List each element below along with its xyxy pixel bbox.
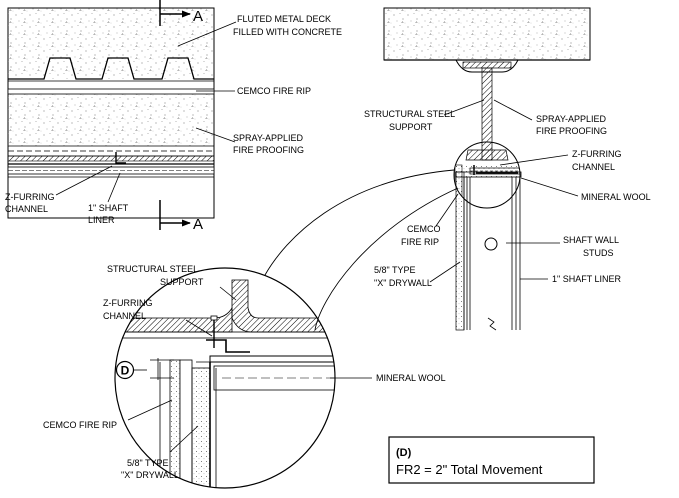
section-marker-bottom: A [193, 216, 203, 233]
label-steel-detail: STRUCTURAL STEEL [107, 264, 198, 274]
elevation-view-right: STRUCTURAL STEEL SUPPORT SPRAY-APPLIED F… [364, 7, 651, 331]
label-spray-right: SPRAY-APPLIED [536, 114, 607, 124]
label-zfurring-left: Z-FURRING [5, 192, 55, 202]
cemco-fire-rip-top [7, 88, 215, 95]
label-mineral-wool-detail: MINERAL WOOL [376, 373, 446, 383]
label-drywall-right-2: "X" DRYWALL [374, 278, 432, 288]
label-studs-2: STUDS [583, 248, 614, 258]
section-marker-top: A [193, 8, 203, 25]
label-spray-right-2: FIRE PROOFING [536, 126, 607, 136]
note-title: (D) [396, 447, 412, 459]
label-drywall-detail: 5/8" TYPE [127, 458, 169, 468]
label-fluted-deck: FLUTED METAL DECK [237, 14, 331, 24]
label-steel-right-2: SUPPORT [389, 122, 433, 132]
label-fluted-deck-2: FILLED WITH CONCRETE [233, 27, 342, 37]
label-fire-rip-right-2: FIRE RIP [401, 237, 439, 247]
label-spray-left: SPRAY-APPLIED [233, 133, 304, 143]
note-box [388, 436, 595, 484]
label-fire-rip-top: CEMCO FIRE RIP [237, 86, 311, 96]
z-furring-detail [206, 339, 250, 353]
label-drywall-detail-2: "X" DRYWALL [121, 470, 179, 480]
z-furring-left [115, 152, 126, 164]
callout-d-label: D [121, 364, 130, 378]
label-steel-detail-2: SUPPORT [160, 277, 204, 287]
small-detail-circle [453, 141, 521, 209]
callout-d-bubble [115, 360, 135, 380]
concrete-slab-right [383, 7, 591, 61]
label-spray-left-2: FIRE PROOFING [233, 145, 304, 155]
label-zfurring-right: Z-FURRING [572, 149, 622, 159]
label-shaftliner-left: 1" SHAFT [88, 203, 129, 213]
label-shaftliner-right: 1" SHAFT LINER [552, 274, 622, 284]
steel-beam-web-right [481, 67, 493, 161]
steel-flange-left [7, 155, 215, 162]
label-fire-rip-detail: CEMCO FIRE RIP [43, 420, 117, 430]
movement-note: (D) FR2 = 2" Total Movement [388, 436, 595, 484]
note-body: FR2 = 2" Total Movement [396, 462, 543, 477]
label-zfurring-right-2: CHANNEL [572, 162, 615, 172]
label-shaftliner-left-2: LINER [88, 215, 115, 225]
label-mineral-wool-right: MINERAL WOOL [581, 192, 651, 202]
detail-connector-lower [314, 187, 459, 331]
enlarged-detail: D STRUCTURAL STEEL SUPPORT Z-FURRING CHA… [43, 264, 446, 489]
fluted-metal-deck [8, 57, 214, 80]
concrete-fill-top [8, 8, 214, 79]
label-fire-rip-right: CEMCO [407, 224, 441, 234]
label-steel-right: STRUCTURAL STEEL [364, 109, 455, 119]
label-zfurring-detail-2: CHANNEL [103, 311, 146, 321]
section-view-left: A A FLUTED METAL DECK FILLED WITH CONCRE… [5, 0, 342, 233]
stud-knockout [484, 237, 498, 251]
label-studs: SHAFT WALL [563, 235, 619, 245]
detail-connector-upper [264, 169, 455, 276]
label-zfurring-detail: Z-FURRING [103, 298, 153, 308]
label-drywall-right: 5/8" TYPE [374, 265, 416, 275]
label-zfurring-left-2: CHANNEL [5, 204, 48, 214]
steel-beam-flange-right [462, 61, 512, 69]
spray-fireproofing-left [8, 94, 214, 146]
